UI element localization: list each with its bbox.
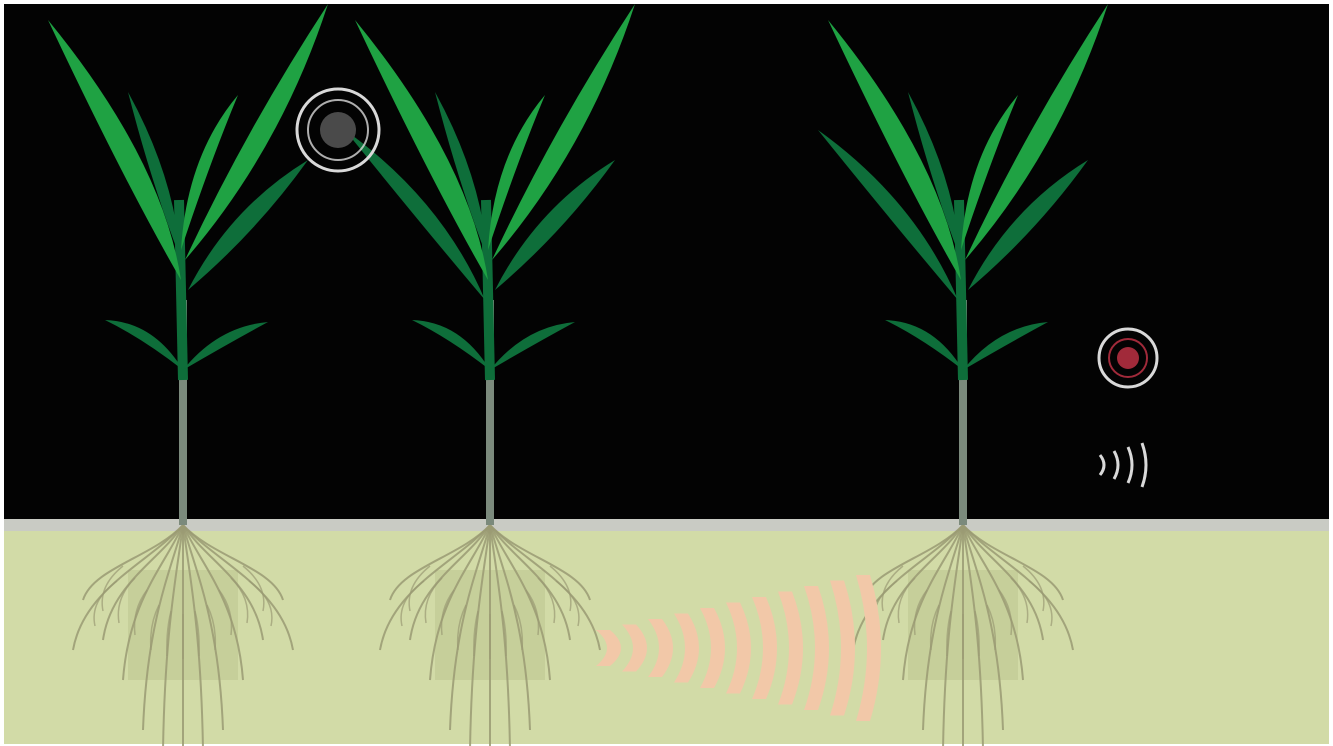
- stem-upper: [486, 200, 490, 380]
- signal-core: [320, 112, 356, 148]
- stem-upper: [179, 200, 183, 380]
- soil-surface-line: [4, 519, 1329, 533]
- volatile-signal-icon: [1117, 347, 1139, 369]
- stem-upper: [959, 200, 963, 380]
